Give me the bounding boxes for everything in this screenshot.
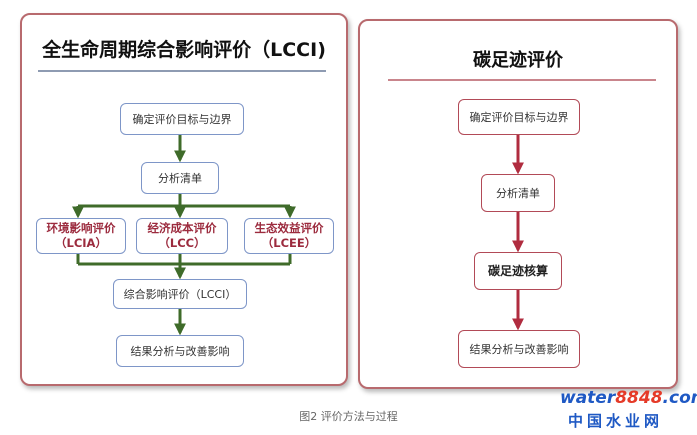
lcci-step-lcee: 生态效益评价 （LCEE）: [244, 218, 334, 254]
lcci-step-define-goal-boundary: 确定评价目标与边界: [120, 103, 244, 135]
lcci-step-inventory-analysis: 分析清单: [141, 162, 219, 194]
carbon-step-define-goal-boundary: 确定评价目标与边界: [458, 99, 580, 135]
watermark-logo: water8848.com 中国水业网: [560, 388, 697, 432]
figure-caption: 图2 评价方法与过程: [299, 410, 398, 423]
lcci-panel: 全生命周期综合影响评价（LCCI): [20, 13, 348, 386]
lcci-title-rule: [38, 70, 326, 72]
carbon-title: 碳足迹评价: [473, 50, 563, 71]
lcci-step-result-analysis: 结果分析与改善影响: [116, 335, 244, 367]
lcci-title: 全生命周期综合影响评价（LCCI): [42, 39, 326, 61]
carbon-title-rule: [388, 79, 656, 81]
watermark-brand: water8848.com: [560, 388, 697, 408]
watermark-subtitle: 中国水业网: [568, 412, 664, 430]
carbon-step-inventory-analysis: 分析清单: [481, 174, 555, 212]
lcci-step-lcc: 经济成本评价 （LCC）: [136, 218, 228, 254]
lcci-step-comprehensive-evaluation: 综合影响评价（LCCI）: [113, 279, 247, 309]
carbon-step-footprint-accounting: 碳足迹核算: [474, 252, 562, 290]
lcci-step-lcia: 环境影响评价 （LCIA）: [36, 218, 126, 254]
carbon-step-result-analysis: 结果分析与改善影响: [458, 330, 580, 368]
